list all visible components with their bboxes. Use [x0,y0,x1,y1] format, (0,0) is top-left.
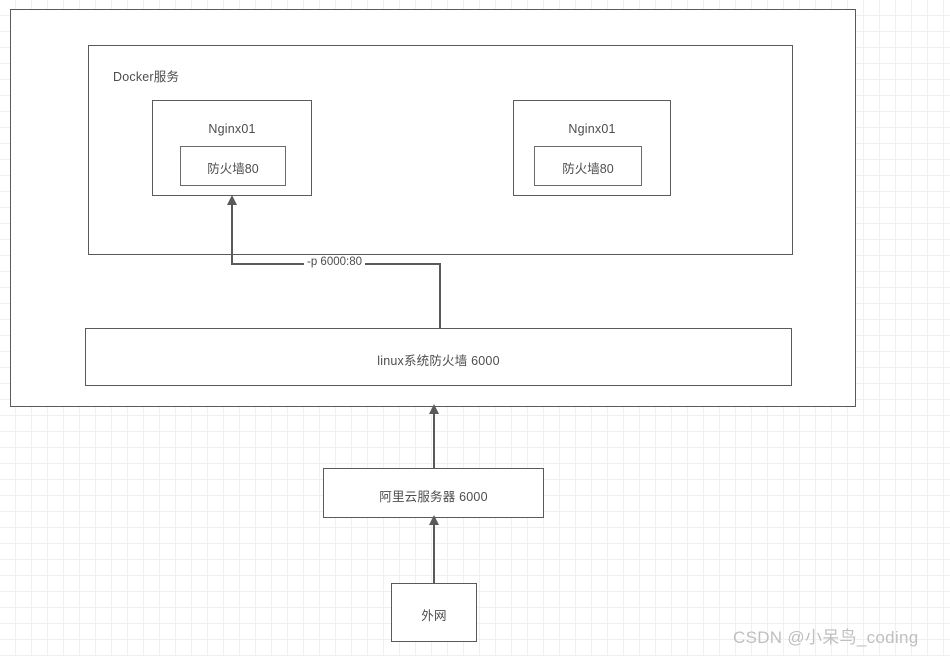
nginx-container-2-firewall-box: 防火墙80 [534,146,642,186]
aliyun-server-box: 阿里云服务器 6000 [323,468,544,518]
aliyun-to-server-connector [433,410,435,469]
nginx-container-1-title: Nginx01 [208,122,256,136]
csdn-watermark: CSDN @小呆鸟_coding [733,628,919,647]
external-network-label: 外网 [421,609,447,623]
wan-to-aliyun-connector [433,521,435,584]
external-network-box: 外网 [391,583,477,642]
nginx-container-1-box: Nginx01 防火墙80 [152,100,312,196]
nginx-container-2-box: Nginx01 防火墙80 [513,100,671,196]
port-mapping-label: -p 6000:80 [304,256,365,268]
port-mapping-connector-vertical-left [231,200,233,265]
arrowhead-to-aliyun-icon [429,515,439,525]
docker-service-label: Docker服务 [113,70,180,84]
arrowhead-to-server-icon [429,404,439,414]
aliyun-server-label: 阿里云服务器 6000 [379,490,488,504]
linux-firewall-label: linux系统防火墙 6000 [377,354,500,368]
arrowhead-to-nginx-icon [227,195,237,205]
port-mapping-connector-vertical-right [439,263,441,329]
linux-firewall-box: linux系统防火墙 6000 [85,328,792,386]
nginx-container-2-firewall-label: 防火墙80 [562,162,614,176]
nginx-container-1-firewall-label: 防火墙80 [207,162,259,176]
nginx-container-2-title: Nginx01 [568,122,616,136]
nginx-container-1-firewall-box: 防火墙80 [180,146,286,186]
